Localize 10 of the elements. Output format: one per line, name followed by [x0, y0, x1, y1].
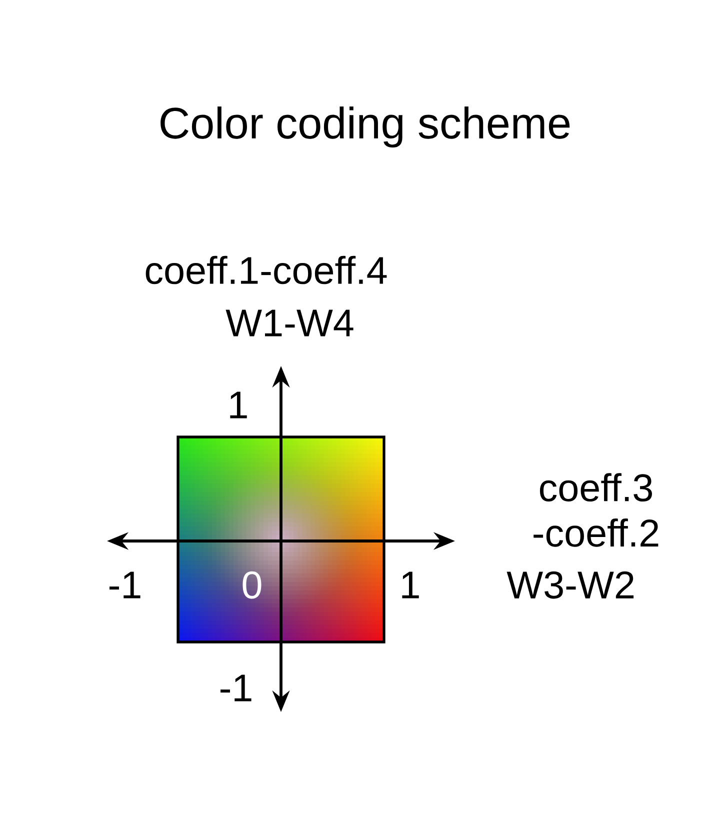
title: Color coding scheme — [160, 106, 570, 148]
tick-label: -1 — [220, 674, 252, 702]
axis-title: coeff.1-coeff.4 — [146, 256, 387, 284]
axis-title: W3-W2 — [506, 571, 634, 599]
axis-title: coeff.3 -coeff.2 — [534, 473, 658, 547]
origin-label: 0 — [242, 571, 262, 599]
tick-label: -1 — [110, 572, 140, 598]
tick-label: 1 — [230, 392, 247, 418]
axis-title: W1-W4 — [226, 310, 354, 336]
tick-label: 1 — [402, 572, 419, 598]
